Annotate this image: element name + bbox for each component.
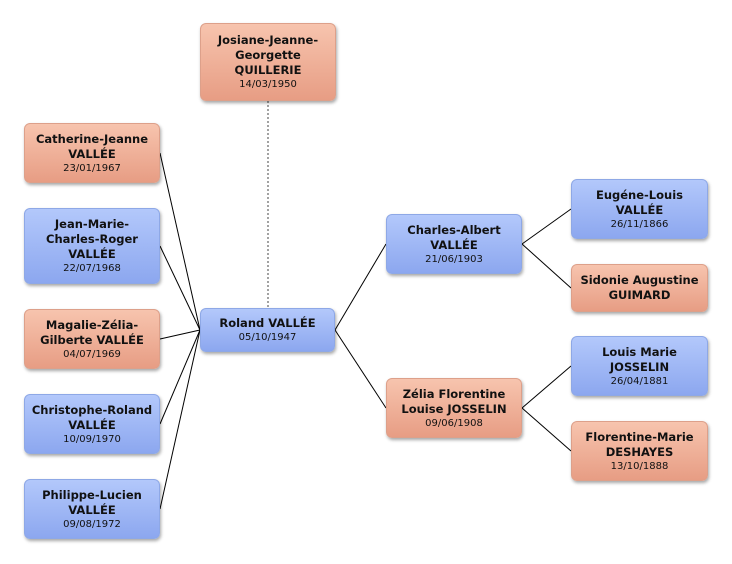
person-date: 21/06/1903	[425, 253, 483, 265]
pgm-link	[521, 243, 572, 289]
person-name: Josiane-Jeanne-	[217, 33, 319, 47]
pgf-link	[521, 208, 572, 245]
child-link-2	[159, 245, 201, 331]
person-name: QUILLERIE	[234, 63, 302, 77]
person-node-root[interactable]: Roland VALLÉE 05/10/1947	[200, 308, 335, 352]
person-date: 10/09/1970	[63, 433, 121, 445]
person-date: 23/01/1967	[63, 162, 121, 174]
person-node-paternal-grandmother[interactable]: Sidonie Augustine GUIMARD	[571, 264, 708, 312]
person-name: Gilberte VALLÉE	[40, 332, 144, 347]
person-name: Charles-Roger	[46, 232, 138, 246]
person-name: VALLÉE	[68, 146, 116, 161]
mother-link	[334, 329, 387, 409]
person-name: DESHAYES	[605, 444, 674, 459]
person-date: 26/11/1866	[610, 218, 669, 230]
person-name: JOSSELIN	[609, 359, 670, 374]
child-link-3	[159, 329, 201, 340]
person-node-child-2[interactable]: Jean-Marie- Charles-Roger VALLÉE 22/07/1…	[24, 208, 160, 284]
person-name: Louis Marie	[602, 344, 677, 359]
mgm-link	[521, 407, 572, 452]
child-link-5	[159, 329, 201, 510]
child-link-1	[159, 152, 201, 331]
person-name: VALLÉE	[68, 247, 116, 261]
person-name: Eugéne-Louis	[595, 187, 684, 202]
person-node-child-3[interactable]: Magalie-Zélia- Gilberte VALLÉE 04/07/196…	[24, 309, 160, 369]
person-node-mother[interactable]: Zélia Florentine Louise JOSSELIN 09/06/1…	[386, 378, 522, 438]
person-node-child-1[interactable]: Catherine-Jeanne VALLÉE 23/01/1967	[24, 123, 160, 183]
person-node-father[interactable]: Charles-Albert VALLÉE 21/06/1903	[386, 214, 522, 274]
person-date: 22/07/1968	[63, 263, 121, 274]
person-name: Christophe-Roland	[31, 402, 153, 417]
person-node-spouse[interactable]: Josiane-Jeanne- Georgette QUILLERIE 14/0…	[200, 23, 336, 101]
person-name: VALLÉE	[615, 202, 664, 217]
person-name: Zélia Florentine	[402, 386, 506, 401]
person-node-child-5[interactable]: Philippe-Lucien VALLÉE 09/08/1972	[24, 479, 160, 539]
person-name: Philippe-Lucien	[42, 487, 142, 502]
person-name: Louise JOSSELIN	[401, 401, 507, 416]
person-name: GUIMARD	[608, 288, 671, 302]
person-date: 09/08/1972	[63, 518, 121, 530]
person-name: VALLÉE	[68, 502, 116, 517]
person-name: VALLÉE	[430, 237, 478, 252]
person-name: Roland VALLÉE	[219, 316, 316, 330]
person-name: Catherine-Jeanne	[35, 131, 149, 146]
person-name: Sidonie Augustine	[580, 273, 699, 287]
person-name: Georgette	[235, 48, 301, 62]
person-node-child-4[interactable]: Christophe-Roland VALLÉE 10/09/1970	[24, 394, 160, 454]
person-name: Charles-Albert	[407, 222, 501, 237]
mgf-link	[521, 365, 572, 409]
person-date: 04/07/1969	[63, 348, 121, 360]
person-date: 09/06/1908	[425, 417, 483, 429]
person-date: 14/03/1950	[239, 79, 297, 90]
person-node-paternal-grandfather[interactable]: Eugéne-Louis VALLÉE 26/11/1866	[571, 179, 708, 239]
person-name: VALLÉE	[68, 417, 116, 432]
person-node-maternal-grandmother[interactable]: Florentine-Marie DESHAYES 13/10/1888	[571, 421, 708, 481]
person-date: 13/10/1888	[610, 460, 669, 472]
person-name: Florentine-Marie	[585, 429, 694, 444]
father-link	[334, 243, 387, 331]
child-link-4	[159, 329, 201, 425]
person-date: 05/10/1947	[238, 332, 297, 343]
person-name: Magalie-Zélia-	[45, 317, 139, 332]
person-node-maternal-grandfather[interactable]: Louis Marie JOSSELIN 26/04/1881	[571, 336, 708, 396]
person-date: 26/04/1881	[610, 375, 669, 387]
person-name: Jean-Marie-	[54, 217, 130, 231]
